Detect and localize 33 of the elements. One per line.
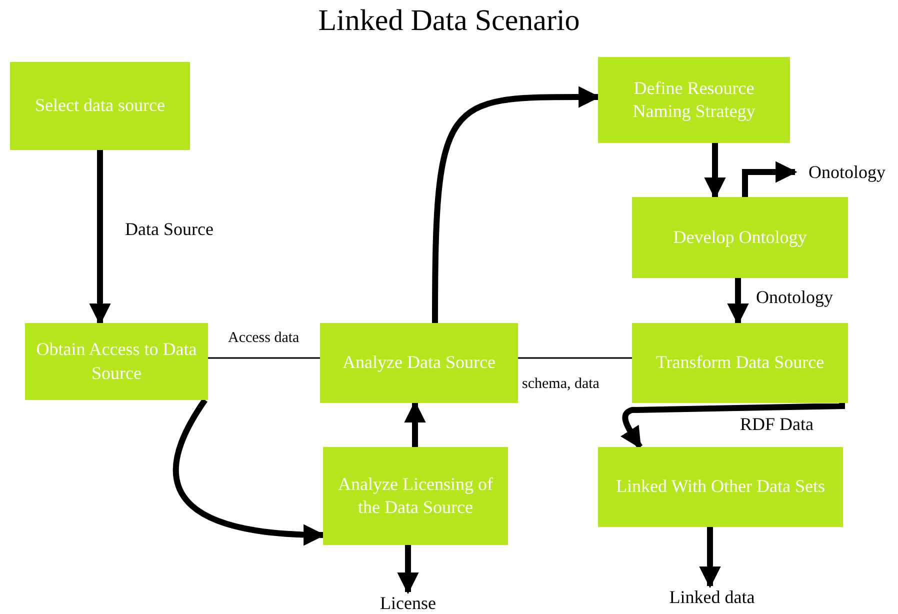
- output-label: Onotology: [798, 160, 896, 184]
- box-text: Obtain Access to Data Source: [35, 338, 198, 384]
- arrow: [704, 143, 726, 200]
- process-box: [10, 62, 190, 150]
- box-text: Select data source: [35, 94, 165, 118]
- process-box: [323, 447, 508, 545]
- connector-line: [518, 357, 632, 359]
- arrow: [397, 545, 419, 594]
- box-text: Analyze Licensing of the Data Source: [337, 472, 494, 519]
- arrow: [89, 150, 111, 326]
- process-box: [598, 57, 790, 143]
- output-label: License: [360, 592, 456, 614]
- connector-line: [208, 357, 320, 359]
- arrow: [620, 402, 845, 449]
- box-text: Transform Data Source: [656, 351, 824, 374]
- process-box: [25, 323, 208, 400]
- arrow: [699, 527, 721, 588]
- box-text: Develop Ontology: [673, 226, 807, 249]
- process-box: [598, 447, 843, 527]
- box-text: Define Resource Naming Strategy: [632, 76, 756, 123]
- edge-label: schema, data: [520, 376, 602, 393]
- arrow: [742, 161, 798, 197]
- arrow: [432, 86, 600, 324]
- output-label: Linked data: [662, 586, 762, 608]
- arrow: [727, 278, 749, 326]
- diagram-title: Linked Data Scenario: [317, 4, 581, 38]
- process-box: [320, 323, 518, 403]
- box-text: Analyze Data Source: [342, 351, 496, 374]
- process-box: [632, 197, 848, 278]
- arrow: [172, 398, 326, 546]
- process-box: [632, 323, 848, 403]
- arrow: [404, 400, 426, 447]
- box-text: Linked With Other Data Sets: [616, 475, 825, 498]
